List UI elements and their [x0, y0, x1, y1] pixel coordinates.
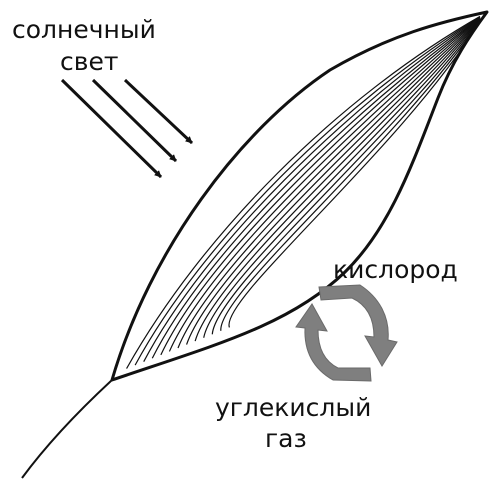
co2-label-line1: углекислый: [215, 393, 371, 422]
co2-label-line2: газ: [265, 424, 307, 453]
sunlight-label-line2: свет: [60, 47, 118, 76]
sunlight-arrows: [62, 80, 192, 177]
co2-intake-arrow: [296, 304, 371, 381]
leaf-stem: [22, 380, 112, 478]
sunlight-arrow: [62, 80, 161, 177]
oxygen-label: кислород: [333, 255, 458, 284]
oxygen-release-arrow: [319, 285, 397, 366]
sunlight-label-line1: солнечный: [12, 15, 156, 44]
sunlight-arrow: [125, 80, 192, 143]
